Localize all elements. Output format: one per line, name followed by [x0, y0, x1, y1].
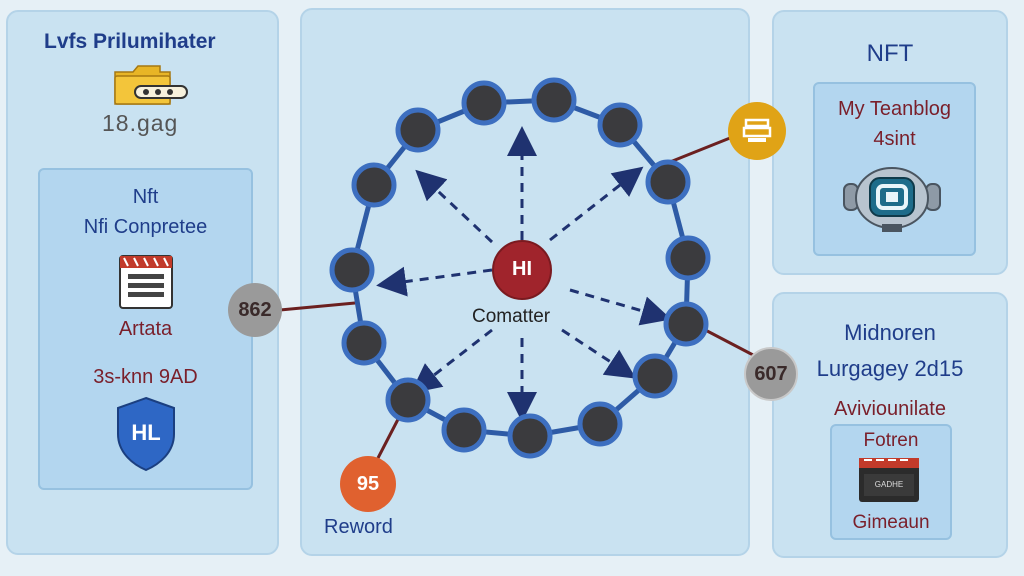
ring-node: [441, 407, 487, 453]
folder-value: 18.gag: [102, 110, 179, 136]
right-top-title: NFT: [866, 40, 914, 67]
left-value: 862: [238, 298, 272, 321]
right-value: 607: [754, 362, 788, 385]
ring-path: [349, 97, 691, 439]
ring-node: [395, 107, 441, 153]
folder-icon: [113, 64, 188, 105]
shield-text: HL: [131, 420, 161, 445]
arrow-lower-left: [410, 328, 493, 394]
arrow-right: [569, 288, 672, 326]
ring-node: [507, 413, 553, 459]
left-value-badge: 862: [228, 283, 282, 337]
left-panel-title: Lvfs Prilumihater: [44, 30, 216, 53]
shield-icon: HL: [114, 396, 178, 472]
right-bottom-line2: Lurgagey 2d15: [816, 356, 964, 381]
ring-node: [385, 377, 431, 423]
ring-node: [577, 401, 623, 447]
ring-node: [645, 159, 691, 205]
ring-node: [531, 77, 577, 123]
ring-node: [663, 301, 709, 347]
right-bottom-line1: Midnoren: [844, 320, 936, 345]
arrow-upper-left: [415, 169, 494, 244]
right-top-inner-line2: 4sint: [873, 128, 916, 150]
ring-node: [461, 80, 507, 126]
right-value-badge: 607: [744, 347, 798, 401]
right-bottom-line3: Aviviounilate: [834, 398, 946, 420]
hub-label: HI: [512, 258, 532, 280]
ring-node: [597, 102, 643, 148]
ring-node: [329, 247, 375, 293]
id-card-text: GADHE: [874, 480, 904, 489]
left-inner-line1: Nft: [132, 186, 159, 208]
arrow-upper-right: [549, 166, 644, 242]
id-card-icon: GADHE: [858, 456, 920, 504]
arrow-lower-right: [561, 328, 637, 379]
ring-node: [341, 320, 387, 366]
hub-caption: Comatter: [472, 306, 551, 327]
gold-badge: [728, 102, 786, 160]
reward-label: Reword: [324, 516, 393, 538]
connector-left: [279, 301, 356, 312]
robot-icon: [842, 162, 942, 234]
document-icon: [118, 254, 174, 310]
hub-node: [492, 240, 552, 300]
left-inner-line2: Nfi Conpretee: [83, 216, 208, 238]
arrow-left: [376, 266, 493, 297]
printer-icon: [742, 118, 772, 142]
right-bottom-inner-title: Fotren: [863, 430, 919, 451]
left-inner-label2: 3s-knn 9AD: [93, 366, 198, 388]
ring-node: [351, 162, 397, 208]
connector-top-right: [669, 134, 736, 164]
right-bottom-inner-footer: Gimeaun: [852, 512, 930, 533]
left-inner-label: Artata: [118, 318, 173, 340]
reward-value: 95: [356, 472, 380, 495]
right-top-inner-line1: My Teanblog: [837, 98, 952, 120]
ring-node: [665, 235, 711, 281]
ring-node: [632, 353, 678, 399]
reward-badge: 95: [340, 456, 396, 512]
